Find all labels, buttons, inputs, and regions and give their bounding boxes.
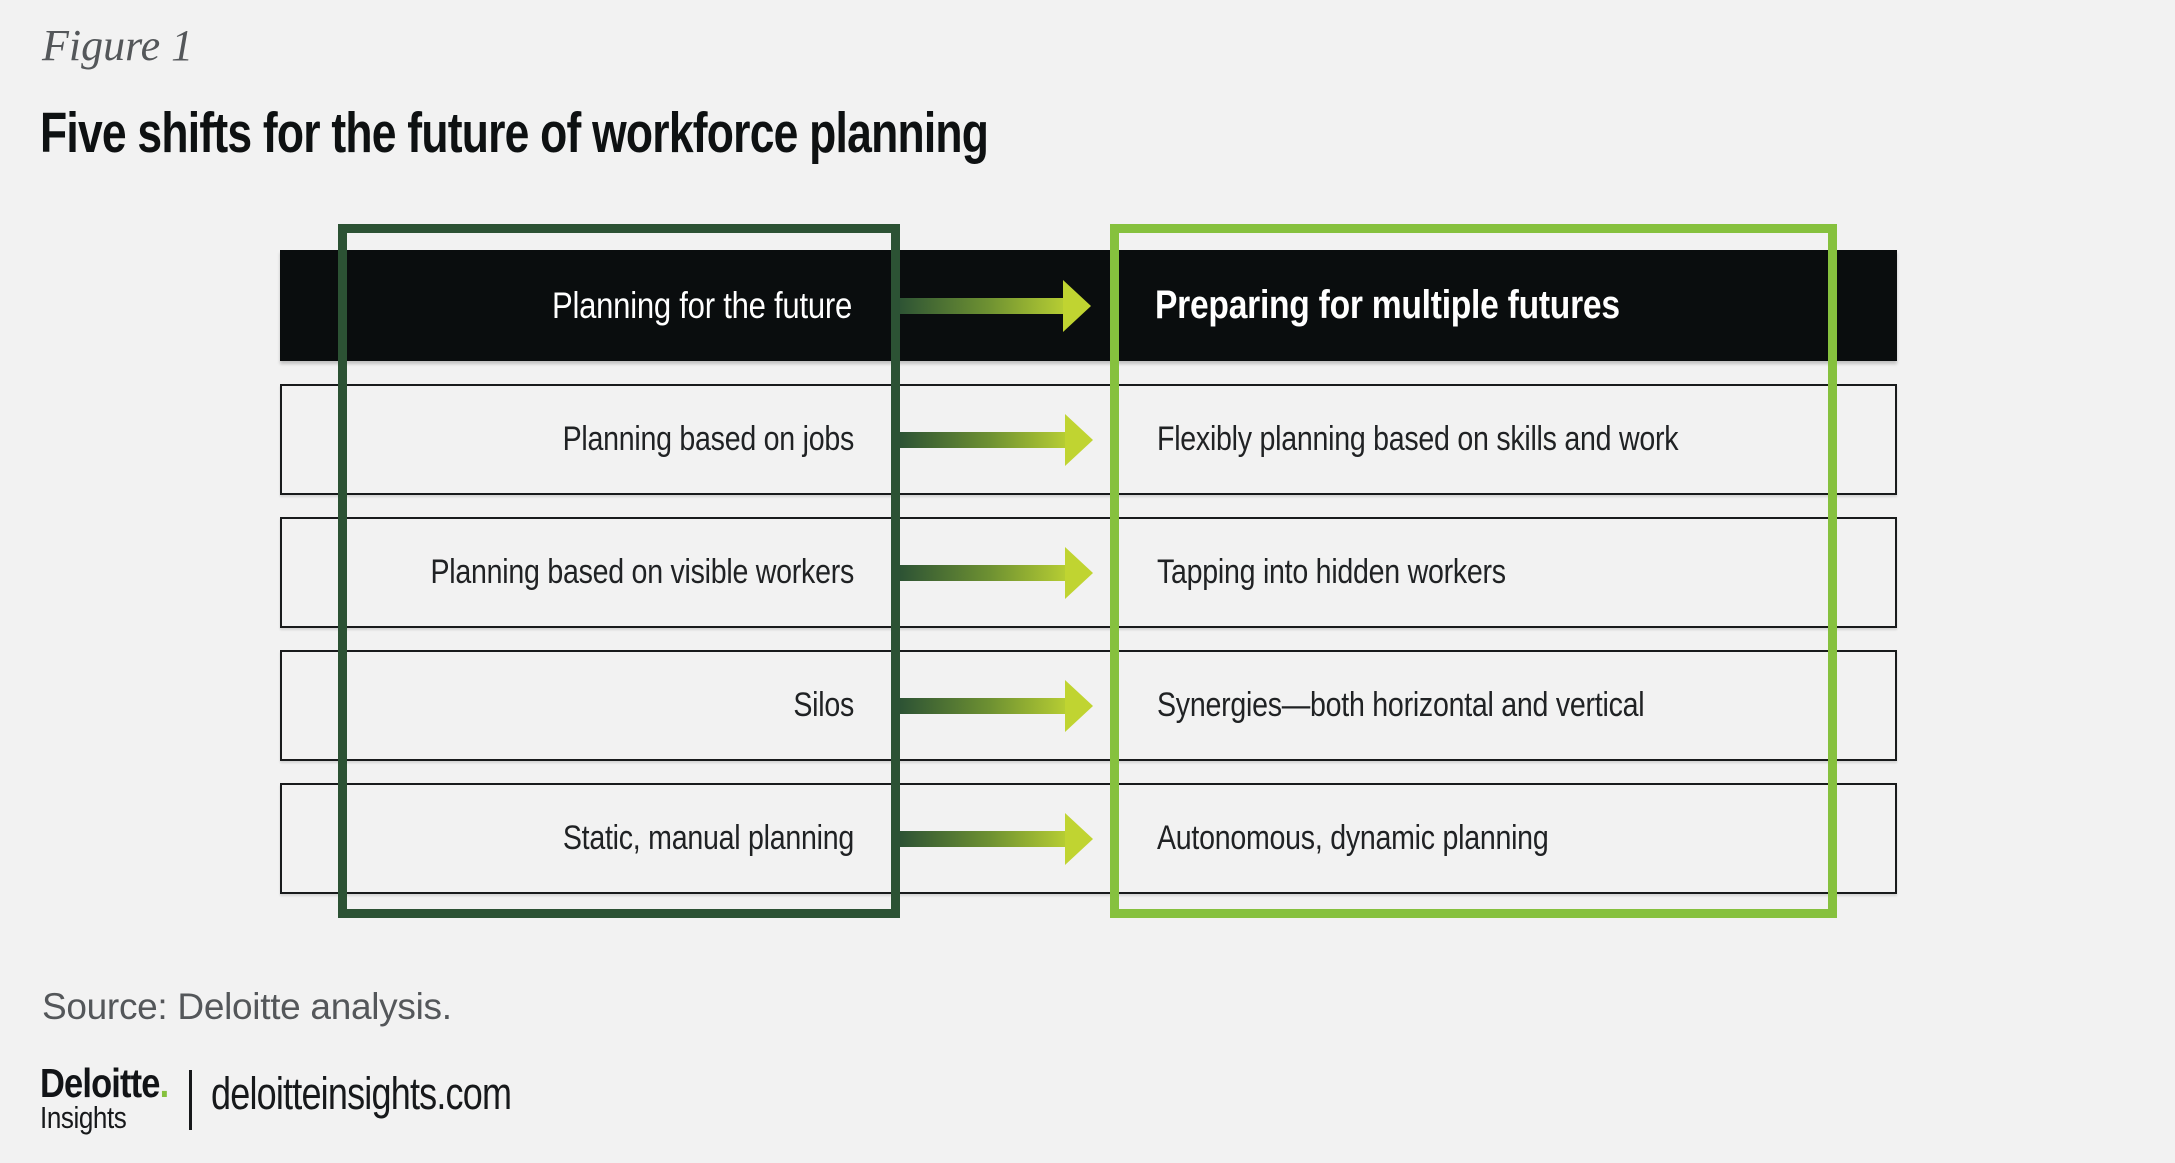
arrow-shaft bbox=[899, 564, 1065, 581]
source-note: Source: Deloitte analysis. bbox=[42, 986, 452, 1027]
shift-arrow-icon bbox=[899, 413, 1093, 466]
page-title: Five shifts for the future of workforce … bbox=[40, 101, 989, 165]
arrow-head bbox=[1065, 413, 1093, 466]
shift-arrow-icon bbox=[897, 279, 1091, 332]
arrow-head bbox=[1063, 279, 1091, 332]
arrow-shaft bbox=[899, 697, 1065, 714]
row-to-label: Preparing for multiple futures bbox=[1155, 283, 1620, 327]
brand-subtitle: Insights bbox=[40, 1100, 127, 1135]
row-from-label: Planning for the future bbox=[551, 284, 852, 326]
figure-label: Figure 1 bbox=[42, 21, 194, 70]
table-row: Planning based on jobs Flexibly planning… bbox=[280, 384, 1897, 495]
row-to-label: Tapping into hidden workers bbox=[1157, 553, 1506, 591]
row-from-label: Planning based on jobs bbox=[562, 420, 855, 458]
site-url: deloitteinsights.com bbox=[211, 1068, 512, 1119]
shift-arrow-icon bbox=[899, 812, 1093, 865]
table-row: Planning based on visible workers Tappin… bbox=[280, 517, 1897, 628]
shift-arrow-icon bbox=[899, 679, 1093, 732]
table-row-header: Planning for the future Preparing for mu… bbox=[280, 250, 1897, 361]
arrow-head bbox=[1065, 546, 1093, 599]
brand-green-dot: . bbox=[159, 1060, 170, 1106]
row-to-label: Flexibly planning based on skills and wo… bbox=[1157, 420, 1679, 458]
brand-name: Deloitte bbox=[40, 1060, 160, 1106]
logo-divider bbox=[189, 1070, 192, 1130]
row-from-label: Planning based on visible workers bbox=[430, 553, 854, 591]
arrow-shaft bbox=[899, 830, 1065, 847]
arrow-shaft bbox=[899, 431, 1065, 448]
brand-wordmark: Deloitte. bbox=[40, 1060, 170, 1107]
shift-arrow-icon bbox=[899, 546, 1093, 599]
row-to-label: Synergies—both horizontal and vertical bbox=[1157, 686, 1645, 724]
table-row: Static, manual planning Autonomous, dyna… bbox=[280, 783, 1897, 894]
table-row: Silos Synergies—both horizontal and vert… bbox=[280, 650, 1897, 761]
row-from-label: Silos bbox=[793, 686, 854, 724]
row-from-label: Static, manual planning bbox=[562, 819, 854, 857]
arrow-head bbox=[1065, 679, 1093, 732]
arrow-head bbox=[1065, 812, 1093, 865]
row-to-label: Autonomous, dynamic planning bbox=[1157, 819, 1549, 857]
arrow-shaft bbox=[897, 297, 1063, 314]
